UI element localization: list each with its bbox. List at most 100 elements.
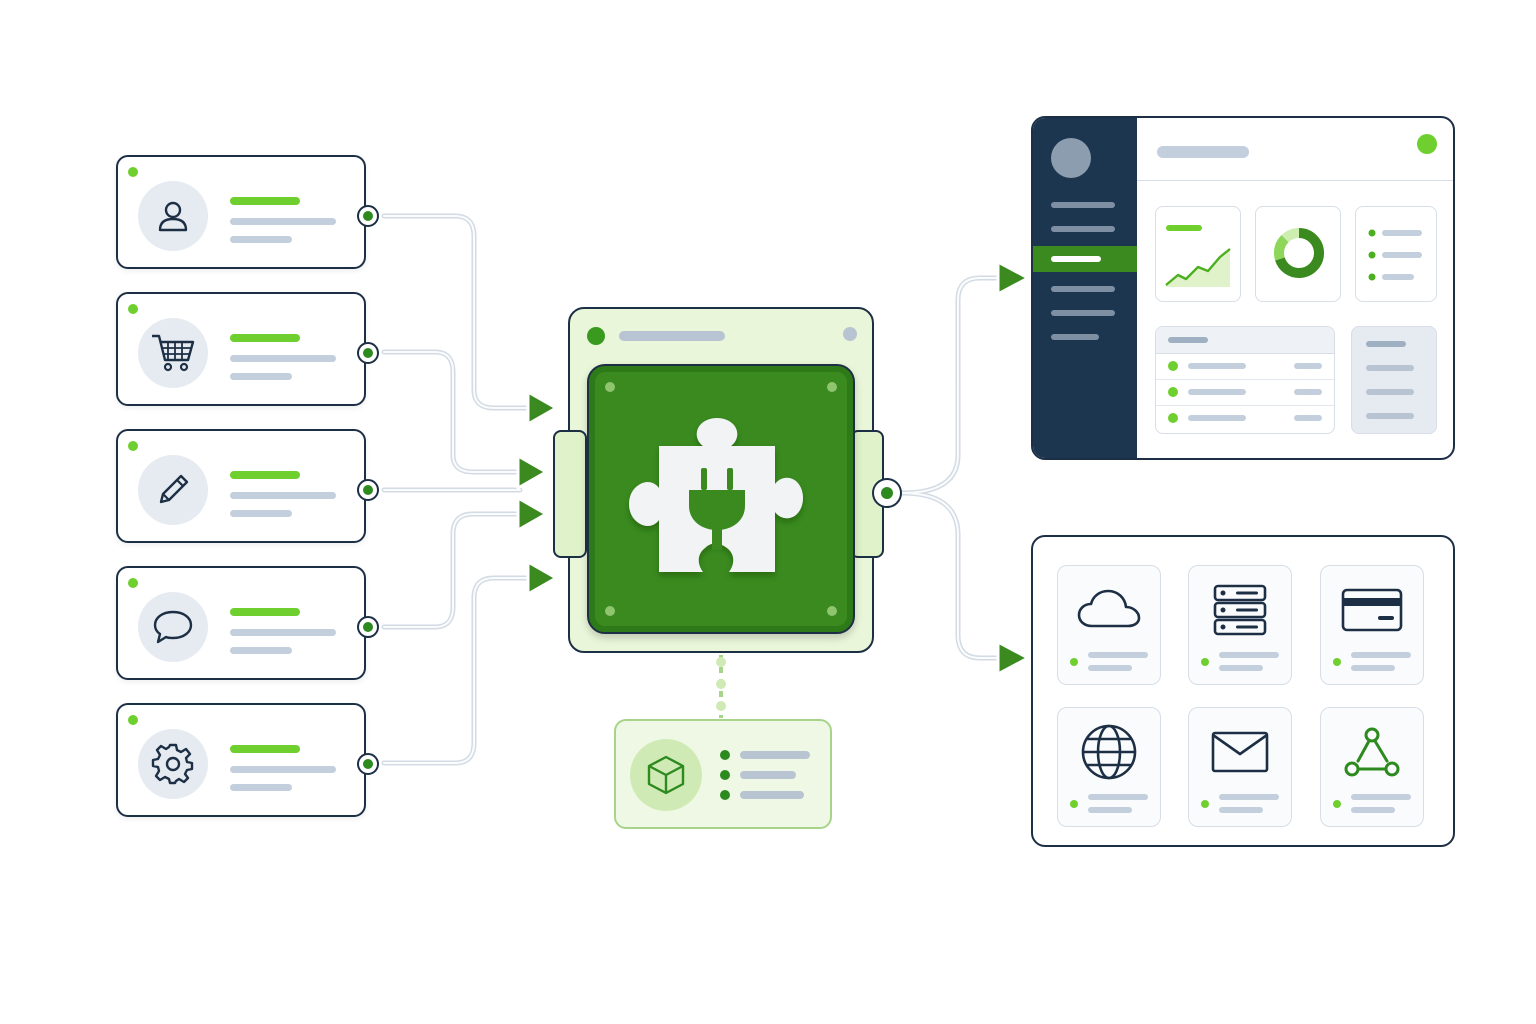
hub-core[interactable] (587, 364, 855, 634)
rivet (827, 382, 837, 392)
sidebar-item[interactable] (1051, 226, 1115, 232)
service-tile-cloud[interactable] (1057, 565, 1161, 685)
cube-icon (630, 739, 702, 811)
hub-output-port[interactable] (872, 478, 902, 508)
arrow-out-dashboard (996, 260, 1030, 296)
sidebar-item[interactable] (1051, 310, 1115, 316)
puzzle-plug-icon (629, 418, 803, 572)
donut-chart-icon (1274, 228, 1324, 278)
dashboard-window (1031, 116, 1455, 460)
list-bullet (720, 750, 730, 760)
server-icon (1189, 578, 1291, 642)
connector-source-1 (381, 213, 535, 411)
connector-dashboard (899, 275, 1003, 496)
source-card-chat[interactable] (116, 566, 379, 680)
table-row[interactable] (1156, 379, 1334, 406)
mail-icon (1189, 720, 1291, 784)
chat-bubble-icon (138, 592, 208, 662)
text-placeholder (230, 355, 336, 362)
data-table (1155, 326, 1335, 434)
table-row[interactable] (1156, 353, 1334, 380)
text-placeholder (230, 766, 336, 773)
connector-source-5 (381, 575, 533, 766)
hub-title-placeholder (619, 331, 725, 341)
gear-icon (138, 729, 208, 799)
source-card-cart[interactable] (116, 292, 379, 406)
dashboard-sidebar (1033, 118, 1137, 458)
arrow-in-3 (516, 496, 548, 532)
arrow-out-services (996, 640, 1030, 676)
avatar[interactable] (1051, 138, 1091, 178)
table-row[interactable] (1156, 405, 1334, 431)
sidebar-item-active[interactable] (1033, 246, 1137, 272)
hub-input-flange (553, 430, 587, 558)
hub-menu-dot[interactable] (843, 327, 857, 341)
cloud-icon (1058, 578, 1160, 642)
hub-status-dot (587, 327, 605, 345)
text-placeholder (740, 771, 796, 779)
title-placeholder (230, 608, 300, 616)
text-placeholder (230, 492, 336, 499)
source-card-user[interactable] (116, 155, 379, 269)
list-bullet (720, 770, 730, 780)
line-chart-widget[interactable] (1155, 206, 1241, 302)
status-dot (128, 441, 138, 451)
text-placeholder (230, 510, 292, 517)
service-tile-payment[interactable] (1320, 565, 1424, 685)
rivet (605, 382, 615, 392)
list-widget[interactable] (1355, 206, 1437, 302)
connector-services (899, 490, 1003, 661)
service-tile-web[interactable] (1057, 707, 1161, 827)
source-card-edit[interactable] (116, 429, 379, 543)
donut-chart-widget[interactable] (1255, 206, 1341, 302)
status-dot (128, 578, 138, 588)
service-tile-webhook[interactable] (1320, 707, 1424, 827)
title-placeholder (230, 471, 300, 479)
header-divider (1137, 180, 1453, 181)
services-panel (1031, 535, 1455, 847)
table-header (1156, 327, 1334, 354)
service-tile-email[interactable] (1188, 707, 1292, 827)
rivet (605, 606, 615, 616)
globe-icon (1058, 720, 1160, 784)
status-dot (128, 304, 138, 314)
detail-panel (1351, 326, 1437, 434)
pencil-icon (138, 455, 208, 525)
text-placeholder (230, 629, 336, 636)
text-placeholder (230, 784, 292, 791)
sidebar-item[interactable] (1051, 202, 1115, 208)
sidebar-item[interactable] (1051, 334, 1099, 340)
credit-card-icon (1321, 578, 1423, 642)
source-card-settings[interactable] (116, 703, 379, 817)
text-placeholder (230, 218, 336, 225)
output-port[interactable] (357, 616, 379, 638)
status-dot (128, 167, 138, 177)
list-icon (1368, 229, 1422, 281)
title-placeholder (230, 334, 300, 342)
text-placeholder (230, 373, 292, 380)
arrow-in-2 (516, 454, 548, 490)
title-placeholder (230, 197, 300, 205)
arrow-in-4 (526, 560, 558, 596)
webhook-icon (1321, 720, 1423, 784)
list-bullet (720, 790, 730, 800)
output-port[interactable] (357, 205, 379, 227)
title-placeholder (230, 745, 300, 753)
sidebar-item[interactable] (1051, 286, 1115, 292)
service-tile-server[interactable] (1188, 565, 1292, 685)
rivet (827, 606, 837, 616)
output-port[interactable] (357, 342, 379, 364)
user-icon (138, 181, 208, 251)
text-placeholder (230, 236, 292, 243)
output-port[interactable] (357, 479, 379, 501)
dashboard-title-placeholder (1157, 146, 1249, 158)
text-placeholder (740, 791, 804, 799)
arrow-in-1 (526, 390, 558, 426)
output-port[interactable] (357, 753, 379, 775)
status-dot (1417, 134, 1437, 154)
text-placeholder (740, 751, 810, 759)
text-placeholder (230, 647, 292, 654)
connector-module (716, 655, 726, 718)
